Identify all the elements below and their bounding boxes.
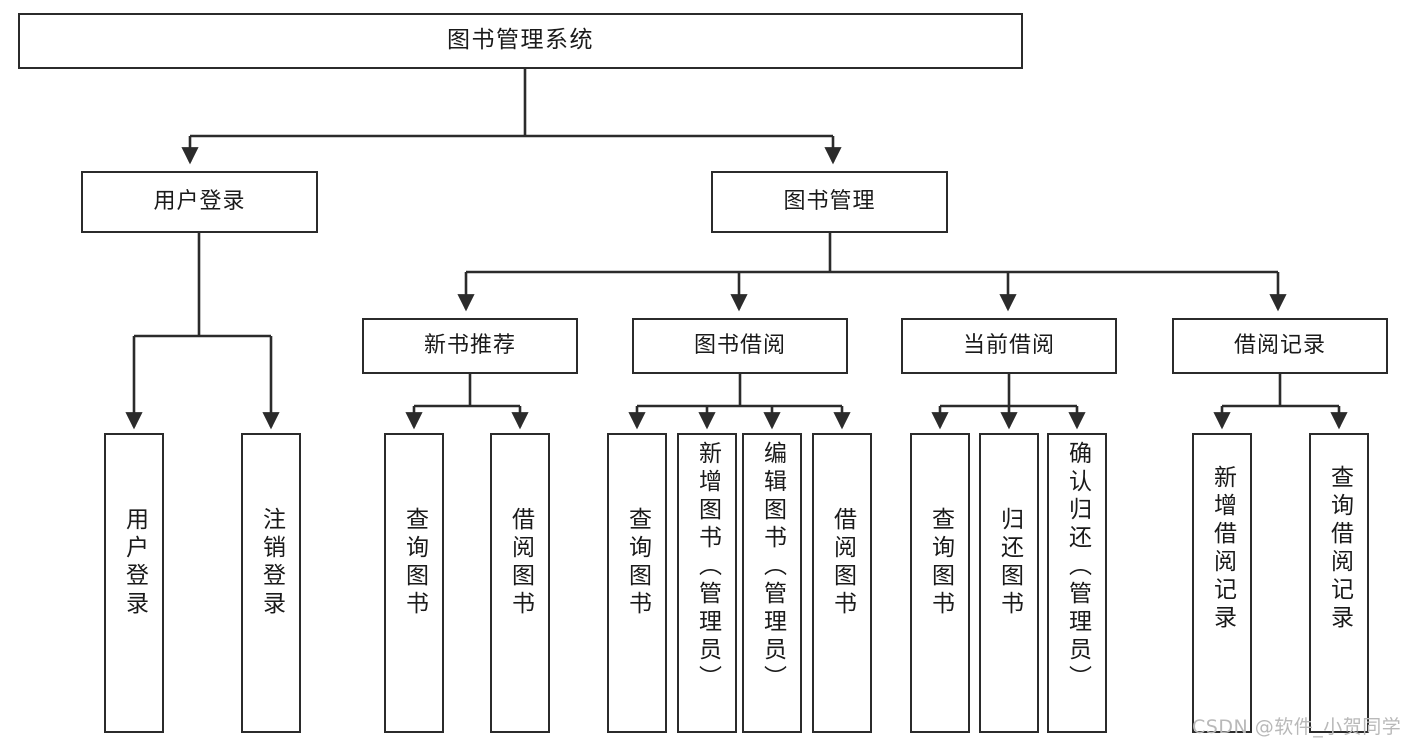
node-label: 查询图书 <box>927 507 954 619</box>
node-label: 新书推荐 <box>423 333 516 359</box>
node-label: 注销登录 <box>258 507 285 619</box>
node-book-borrowing[interactable]: 图书借阅 <box>632 318 848 374</box>
node-leaf-return-book[interactable]: 归还图书 <box>979 433 1039 733</box>
node-label: 查询图书 <box>401 507 428 619</box>
node-borrow-record[interactable]: 借阅记录 <box>1172 318 1388 374</box>
node-user-login[interactable]: 用户登录 <box>81 171 318 233</box>
node-label: 新增图书（管理员） <box>694 441 721 693</box>
node-leaf-add-book-admin[interactable]: 新增图书（管理员） <box>677 433 737 733</box>
node-leaf-user-login[interactable]: 用户登录 <box>104 433 164 733</box>
node-label: 新增借阅记录 <box>1209 465 1236 633</box>
node-label: 用户登录 <box>121 507 148 619</box>
node-label: 当前借阅 <box>962 333 1055 359</box>
node-root-book-management-system[interactable]: 图书管理系统 <box>18 13 1023 69</box>
node-label: 图书管理 <box>783 189 876 215</box>
node-label: 编辑图书（管理员） <box>759 441 786 693</box>
node-label: 确认归还（管理员） <box>1064 441 1091 693</box>
node-leaf-query-book-recommend[interactable]: 查询图书 <box>384 433 444 733</box>
node-leaf-query-book-borrow[interactable]: 查询图书 <box>607 433 667 733</box>
csdn-watermark: CSDN @软件_小贺同学 <box>1192 716 1402 738</box>
node-leaf-query-borrow-record[interactable]: 查询借阅记录 <box>1309 433 1369 733</box>
node-current-borrowing[interactable]: 当前借阅 <box>901 318 1117 374</box>
node-leaf-borrow-book[interactable]: 借阅图书 <box>812 433 872 733</box>
node-leaf-add-borrow-record[interactable]: 新增借阅记录 <box>1192 433 1252 733</box>
node-label: 归还图书 <box>996 507 1023 619</box>
node-label: 借阅图书 <box>507 507 534 619</box>
node-label: 图书借阅 <box>693 333 786 359</box>
node-leaf-confirm-return-admin[interactable]: 确认归还（管理员） <box>1047 433 1107 733</box>
node-leaf-edit-book-admin[interactable]: 编辑图书（管理员） <box>742 433 802 733</box>
node-label: 用户登录 <box>153 189 246 215</box>
node-leaf-logout[interactable]: 注销登录 <box>241 433 301 733</box>
node-label: 借阅图书 <box>829 507 856 619</box>
node-new-book-recommendation[interactable]: 新书推荐 <box>362 318 578 374</box>
node-leaf-query-book-current[interactable]: 查询图书 <box>910 433 970 733</box>
node-leaf-borrow-book-recommend[interactable]: 借阅图书 <box>490 433 550 733</box>
node-label: 查询图书 <box>624 507 651 619</box>
node-label: 图书管理系统 <box>447 27 594 54</box>
node-label: 借阅记录 <box>1233 333 1326 359</box>
node-label: 查询借阅记录 <box>1326 465 1353 633</box>
node-book-management[interactable]: 图书管理 <box>711 171 948 233</box>
